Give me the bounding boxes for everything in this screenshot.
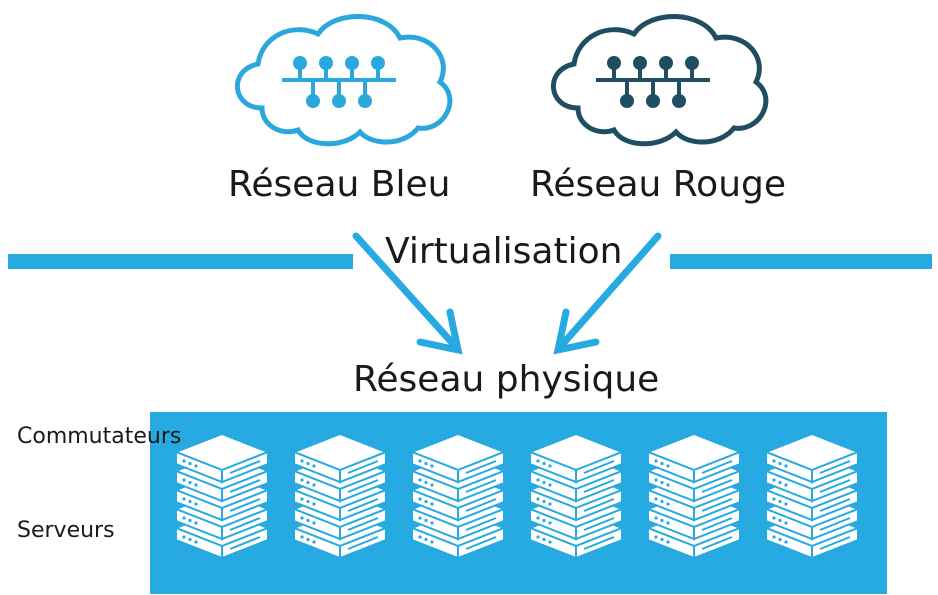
arrow-icon [553,232,662,355]
network-red-label: Réseau Rouge [530,164,787,205]
server-stack-icon [411,433,505,559]
physical-network-label: Réseau physique [353,359,660,400]
virtualisation-label: Virtualisation [385,231,623,272]
server-stack-icon [647,433,741,559]
network-blue-label: Réseau Bleu [228,164,451,205]
virtualisation-band-left [8,254,353,269]
servers-label: Serveurs [17,518,115,543]
network-cloud-icon [551,14,769,147]
switches-label: Commutateurs [17,424,182,449]
server-stack-icon [293,433,387,559]
server-stack-icon [175,433,269,559]
server-stack-icon [529,433,623,559]
server-stack-icon [765,433,859,559]
physical-network-panel [150,412,887,594]
virtualisation-band-right [670,254,932,269]
arrow-icon [352,232,463,355]
network-cloud-icon [235,14,453,147]
